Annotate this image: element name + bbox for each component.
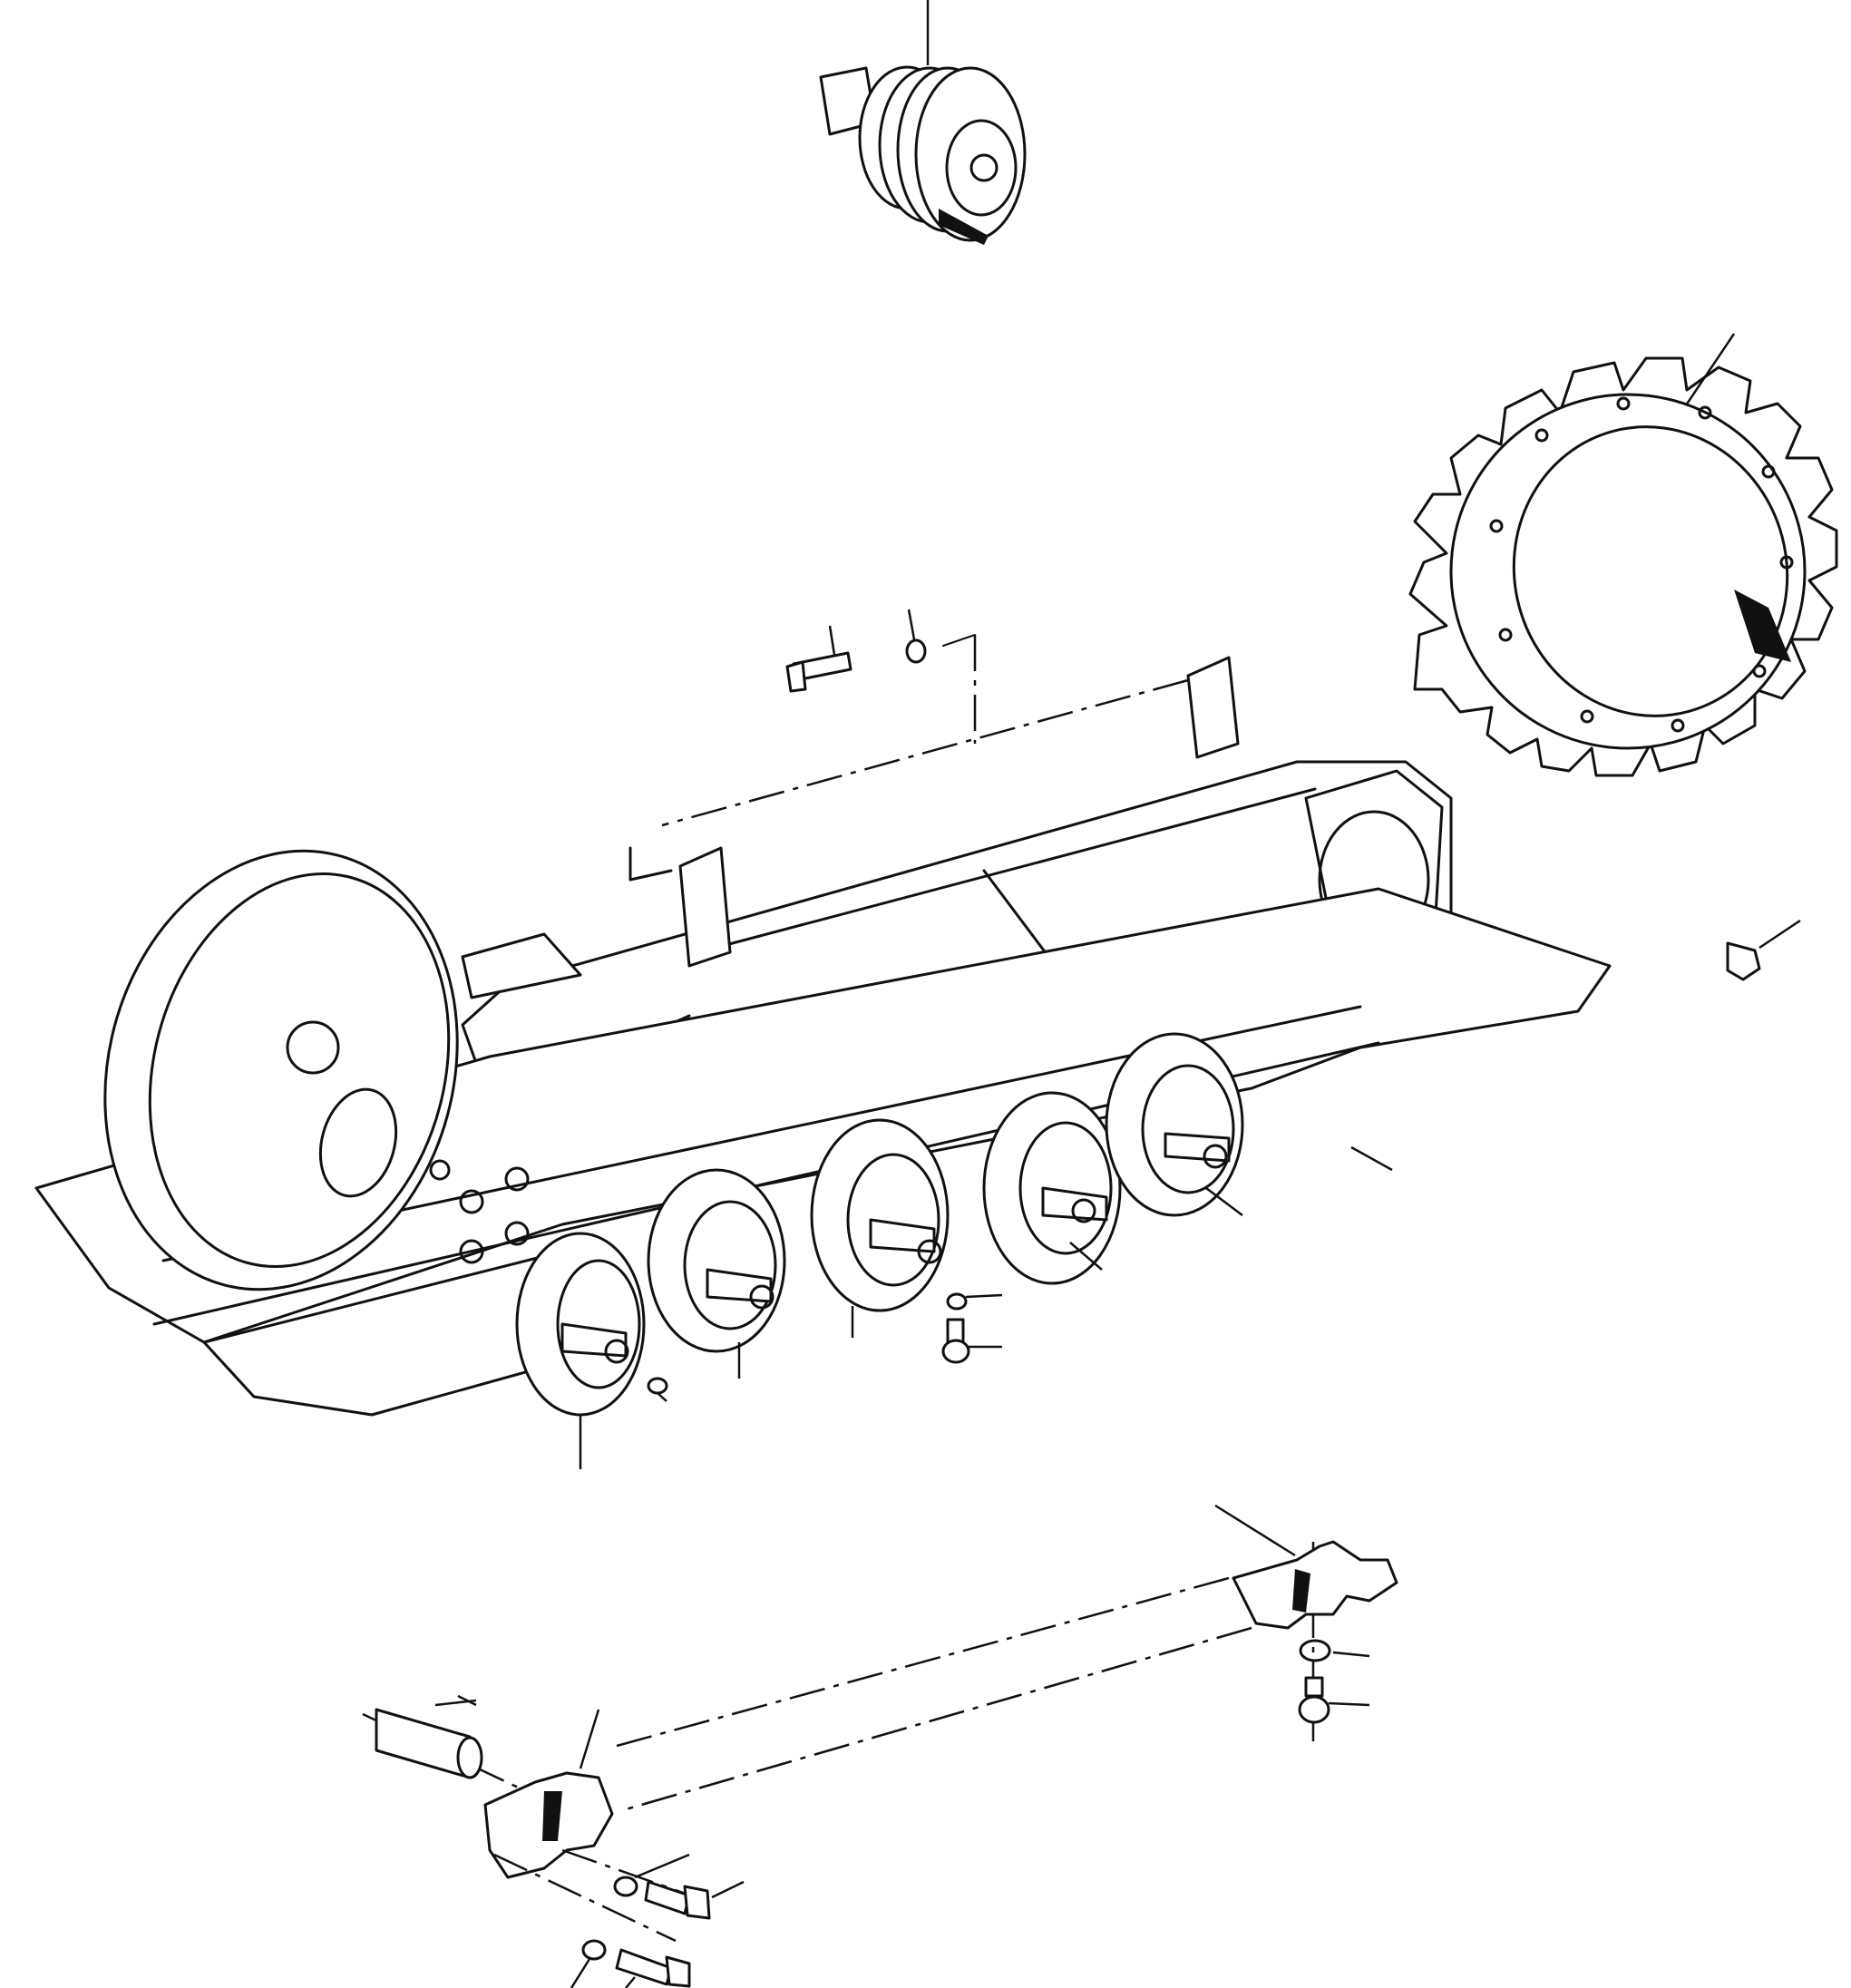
track-guard	[616, 1504, 1398, 1811]
track-roller	[982, 1091, 1122, 1285]
sprocket-bolt-leader	[1758, 919, 1801, 950]
track-roller	[810, 1118, 950, 1338]
track-guard-leader	[1214, 1504, 1296, 1557]
track-roller	[515, 1232, 646, 1469]
sprocket	[1408, 333, 1838, 981]
bolts-and-washers	[483, 609, 1003, 1988]
idler-wheel	[103, 849, 459, 1291]
track-rollers	[515, 1032, 1393, 1469]
carrier-roller	[819, 0, 1027, 245]
track-roller	[1105, 1032, 1244, 1217]
pin	[362, 1694, 527, 1793]
track-frame	[34, 635, 1612, 1417]
track-roller	[647, 1168, 786, 1379]
